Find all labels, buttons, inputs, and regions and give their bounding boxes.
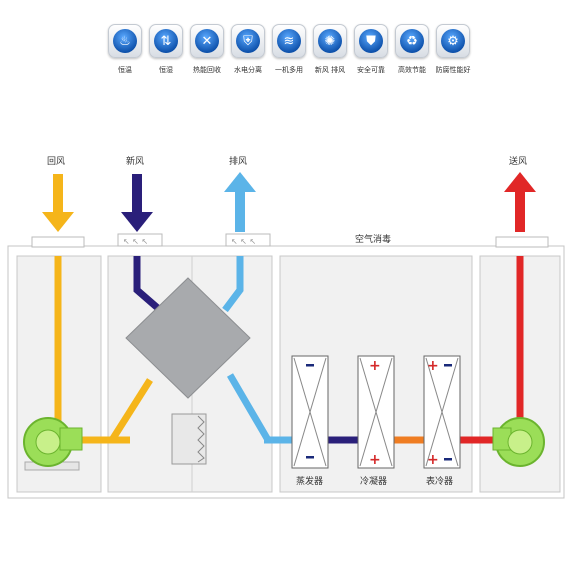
multi-use-icon: ≋ bbox=[277, 29, 301, 53]
plus-sign: + bbox=[369, 452, 381, 468]
fresh-air-label: 新风 bbox=[126, 155, 144, 167]
disinfection-label: 空气消毒 bbox=[355, 233, 391, 245]
heat-recovery-icon: ✕ bbox=[195, 29, 219, 53]
filter-pleats bbox=[197, 415, 205, 463]
evaporator-label: 蒸发器 bbox=[296, 475, 323, 487]
feature-badge: ⚙ bbox=[436, 24, 470, 58]
plus-sign: + bbox=[369, 358, 381, 374]
humidity-icon: ⇅ bbox=[154, 29, 178, 53]
exhaust-air-label: 排风 bbox=[229, 155, 247, 167]
return-fan bbox=[23, 417, 83, 471]
minus-sign bbox=[444, 364, 452, 367]
recycle-icon: ♻ bbox=[400, 29, 424, 53]
feature-multi-use: ≋ 一机多用 bbox=[268, 24, 310, 75]
surface-cooler-label: 表冷器 bbox=[426, 475, 453, 487]
minus-sign bbox=[444, 458, 452, 461]
fresh-exhaust-fan-icon: ✺ bbox=[318, 29, 342, 53]
feature-anticorrosion: ⚙ 防腐性能好 bbox=[432, 24, 474, 75]
feature-label: 恒湿 bbox=[159, 66, 173, 74]
supply-fan bbox=[492, 417, 545, 467]
feature-badge: ✕ bbox=[190, 24, 224, 58]
feature-label: 水电分离 bbox=[234, 66, 262, 74]
feature-badge: ♻ bbox=[395, 24, 429, 58]
feature-constant-temperature: ♨ 恒温 bbox=[104, 24, 146, 75]
feature-label: 防腐性能好 bbox=[435, 66, 471, 74]
water-electric-separation-icon: ⛨ bbox=[236, 29, 260, 53]
return-air-arrow bbox=[42, 174, 74, 232]
supply-air-label: 送风 bbox=[509, 155, 527, 167]
minus-sign bbox=[306, 456, 314, 459]
exhaust-air-arrow bbox=[224, 172, 256, 232]
feature-constant-humidity: ⇅ 恒湿 bbox=[145, 24, 187, 75]
feature-label: 安全可靠 bbox=[357, 66, 385, 74]
feature-icon-row: ♨ 恒温 ⇅ 恒湿 ✕ 热能回收 ⛨ 水电分离 ≋ 一机多用 ✺ 新风 排风 ⛊… bbox=[104, 24, 484, 84]
minus-sign bbox=[306, 364, 314, 367]
feature-badge: ♨ bbox=[108, 24, 142, 58]
feature-heat-recovery: ✕ 热能回收 bbox=[186, 24, 228, 75]
fresh-air-path bbox=[133, 256, 163, 313]
return-air-grille bbox=[31, 236, 85, 248]
supply-air-arrow bbox=[504, 172, 536, 232]
feature-energy-saving: ♻ 高效节能 bbox=[391, 24, 433, 75]
thermometer-icon: ♨ bbox=[113, 29, 137, 53]
plus-sign: + bbox=[427, 358, 439, 374]
return-air-path bbox=[109, 378, 153, 442]
feature-water-electric-separation: ⛨ 水电分离 bbox=[227, 24, 269, 75]
exhaust-air-path bbox=[226, 373, 272, 442]
grille-louvers: ↖ ↖ ↖ bbox=[123, 237, 148, 246]
exhaust-air-grille bbox=[225, 233, 271, 247]
feature-label: 新风 排风 bbox=[314, 66, 346, 74]
condenser-coil: + + bbox=[357, 355, 395, 469]
evaporator-coil bbox=[291, 355, 329, 469]
condenser-label: 冷凝器 bbox=[360, 475, 387, 487]
feature-badge: ≋ bbox=[272, 24, 306, 58]
feature-safety: ⛊ 安全可靠 bbox=[350, 24, 392, 75]
return-air-label: 回风 bbox=[47, 156, 65, 167]
safety-shield-icon: ⛊ bbox=[359, 29, 383, 53]
feature-badge: ⛨ bbox=[231, 24, 265, 58]
feature-fresh-exhaust: ✺ 新风 排风 bbox=[309, 24, 351, 75]
exhaust-air-path bbox=[222, 256, 244, 313]
air-filter bbox=[171, 413, 207, 465]
fresh-air-arrow bbox=[121, 174, 153, 232]
feature-label: 高效节能 bbox=[398, 66, 426, 74]
feature-badge: ⛊ bbox=[354, 24, 388, 58]
feature-label: 恒温 bbox=[118, 66, 132, 74]
plus-sign: + bbox=[427, 452, 439, 468]
feature-badge: ⇅ bbox=[149, 24, 183, 58]
grille-louvers: ↖ ↖ ↖ bbox=[231, 237, 256, 246]
fresh-air-grille bbox=[117, 233, 163, 247]
surface-cooler-coil: + + bbox=[423, 355, 461, 469]
plate-heat-exchanger bbox=[125, 277, 251, 399]
feature-badge: ✺ bbox=[313, 24, 347, 58]
supply-air-grille bbox=[495, 236, 549, 248]
feature-label: 一机多用 bbox=[275, 66, 303, 74]
anticorrosion-gear-icon: ⚙ bbox=[441, 29, 465, 53]
feature-label: 热能回收 bbox=[193, 66, 221, 74]
